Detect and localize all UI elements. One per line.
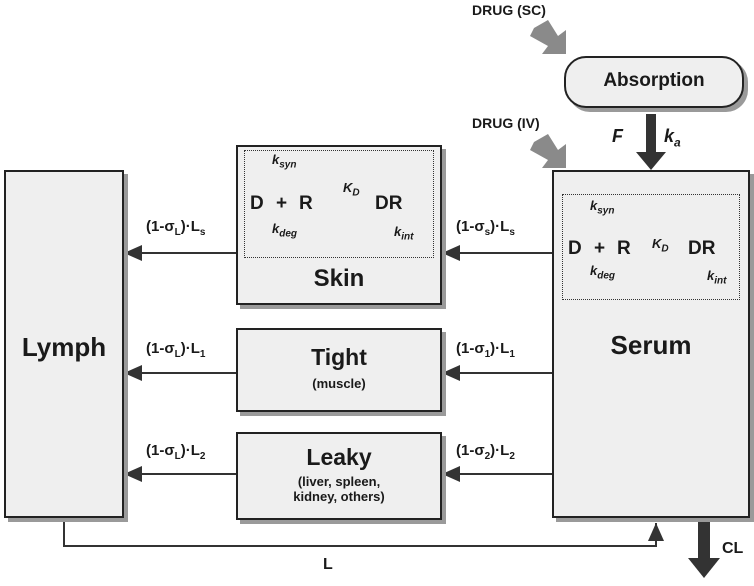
flow-leaky-to-lymph-label: (1-σL)·L2 [146, 442, 206, 462]
skin-plus-label: + [276, 193, 288, 214]
skin-label: Skin [313, 265, 365, 292]
serum-kd-label: KD [652, 236, 669, 255]
leaky-sublabel-2: kidney, others) [293, 489, 385, 504]
serum-d-label: D [568, 238, 582, 259]
lymph-compartment: Lymph [4, 170, 124, 518]
flow-serum-to-tight-label: (1-σ1)·L1 [456, 340, 515, 360]
leaky-label: Leaky [306, 444, 372, 470]
clearance-label: CL [722, 540, 744, 557]
flow-skin-to-lymph-label: (1-σL)·Ls [146, 218, 206, 238]
leaky-sublabel-1: (liver, spleen, [297, 474, 381, 489]
skin-compartment: Skin [236, 145, 442, 305]
drug-sc-arrow [530, 20, 566, 54]
lymph-label: Lymph [21, 332, 107, 362]
serum-kdeg-label: kdeg [590, 263, 616, 282]
serum-r-label: R [617, 238, 631, 259]
serum-binding-box [562, 194, 740, 300]
leaky-compartment: Leaky (liver, spleen, kidney, others) [236, 432, 442, 520]
flow-serum-to-skin-label: (1-σs)·Ls [456, 218, 515, 238]
serum-kint-label: kint [707, 268, 727, 287]
lymph-flow-label: L [323, 556, 333, 573]
serum-ksyn-label: ksyn [590, 198, 615, 217]
skin-binding-box [244, 150, 434, 258]
skin-ksyn-label: ksyn [272, 152, 297, 171]
skin-kdeg-label: kdeg [272, 221, 298, 240]
serum-label: Serum [610, 330, 692, 360]
bioavailability-label: F [612, 126, 623, 146]
tight-compartment: Tight (muscle) [236, 328, 442, 412]
clearance-arrow [688, 518, 720, 578]
flow-serum-to-leaky-label: (1-σ2)·L2 [456, 442, 515, 462]
skin-d-label: D [250, 193, 264, 214]
absorption-compartment: Absorption [564, 56, 744, 108]
tight-sublabel: (muscle) [312, 376, 366, 391]
serum-compartment: Serum [552, 170, 750, 518]
skin-kint-label: kint [394, 224, 414, 243]
flow-tight-to-lymph-label: (1-σL)·L1 [146, 340, 206, 360]
drug-sc-label: DRUG (SC) [472, 2, 546, 18]
skin-kd-label: KD [343, 180, 360, 199]
absorption-to-serum-arrow [636, 114, 666, 170]
skin-r-label: R [299, 193, 313, 214]
tight-label: Tight [311, 344, 367, 370]
skin-dr-label: DR [375, 193, 403, 214]
serum-dr-label: DR [688, 238, 716, 259]
ka-label: ka [664, 126, 681, 150]
serum-plus-label: + [594, 238, 606, 259]
drug-iv-arrow [530, 134, 566, 168]
lymph-return-arrow [63, 517, 664, 547]
drug-iv-label: DRUG (IV) [472, 115, 540, 131]
absorption-label: Absorption [603, 70, 705, 91]
